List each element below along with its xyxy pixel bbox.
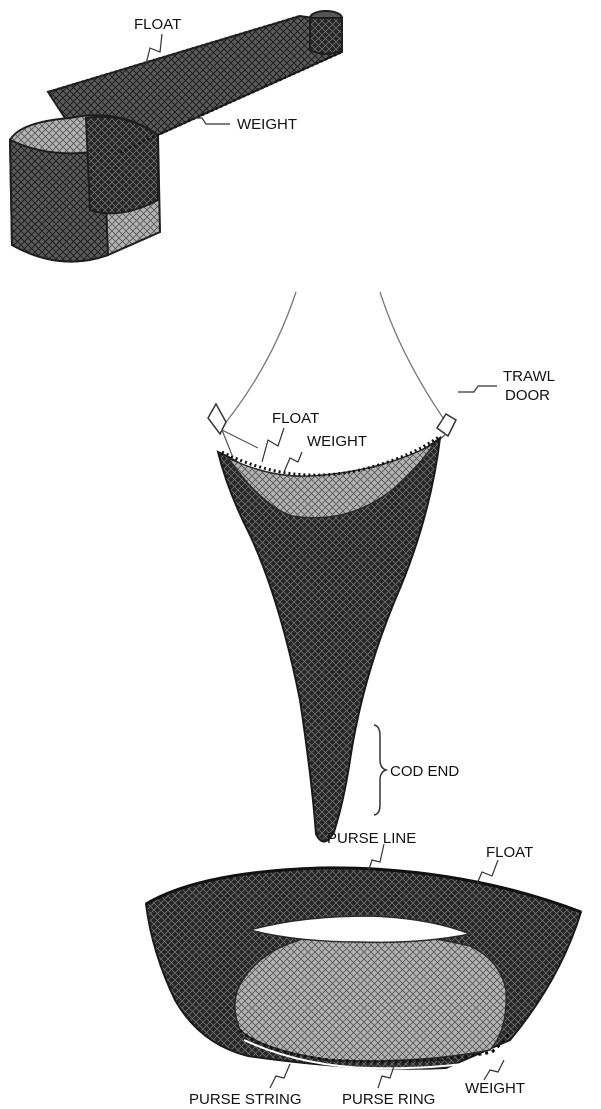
purse-string-label: PURSE STRING: [189, 1091, 302, 1108]
trawl-warp-right: [380, 292, 450, 428]
trap-net-chamber-panel: [86, 117, 158, 214]
cod-end-bracket: [374, 725, 386, 815]
trap-net: FLOAT WEIGHT: [10, 11, 342, 262]
float-3-label: FLOAT: [486, 844, 533, 861]
purse-string-pointer: [270, 1064, 290, 1088]
cod-end-label: COD END: [390, 763, 459, 780]
trawl-door-right: [437, 414, 456, 436]
trawl-door-label-line-1: TRAWL: [503, 368, 555, 385]
weight-2-pointer: [284, 452, 302, 472]
float-2-pointer: [262, 428, 284, 462]
purse-seine: PURSE LINE FLOAT PURSE STRING PURSE RING…: [146, 830, 581, 1108]
purse-line-label: PURSE LINE: [327, 830, 416, 847]
weight-1-label: WEIGHT: [237, 116, 297, 133]
weight-3-pointer: [484, 1060, 504, 1080]
trawl-door-label-line-2: DOOR: [505, 387, 550, 404]
trawl-net: TRAWL DOOR FLOAT WEIGHT COD END: [208, 292, 555, 842]
float-2-label: FLOAT: [272, 410, 319, 427]
purse-ring-label: PURSE RING: [342, 1091, 435, 1108]
trawl-door-pointer: [458, 386, 497, 392]
trawl-bridle-left: [222, 430, 258, 455]
weight-2-label: WEIGHT: [307, 433, 367, 450]
purse-seine-interior: [235, 932, 506, 1061]
trawl-door-left: [208, 404, 226, 434]
float-1-label: FLOAT: [134, 16, 181, 33]
trap-net-end-cylinder: [310, 18, 342, 54]
weight-3-label: WEIGHT: [465, 1080, 525, 1097]
